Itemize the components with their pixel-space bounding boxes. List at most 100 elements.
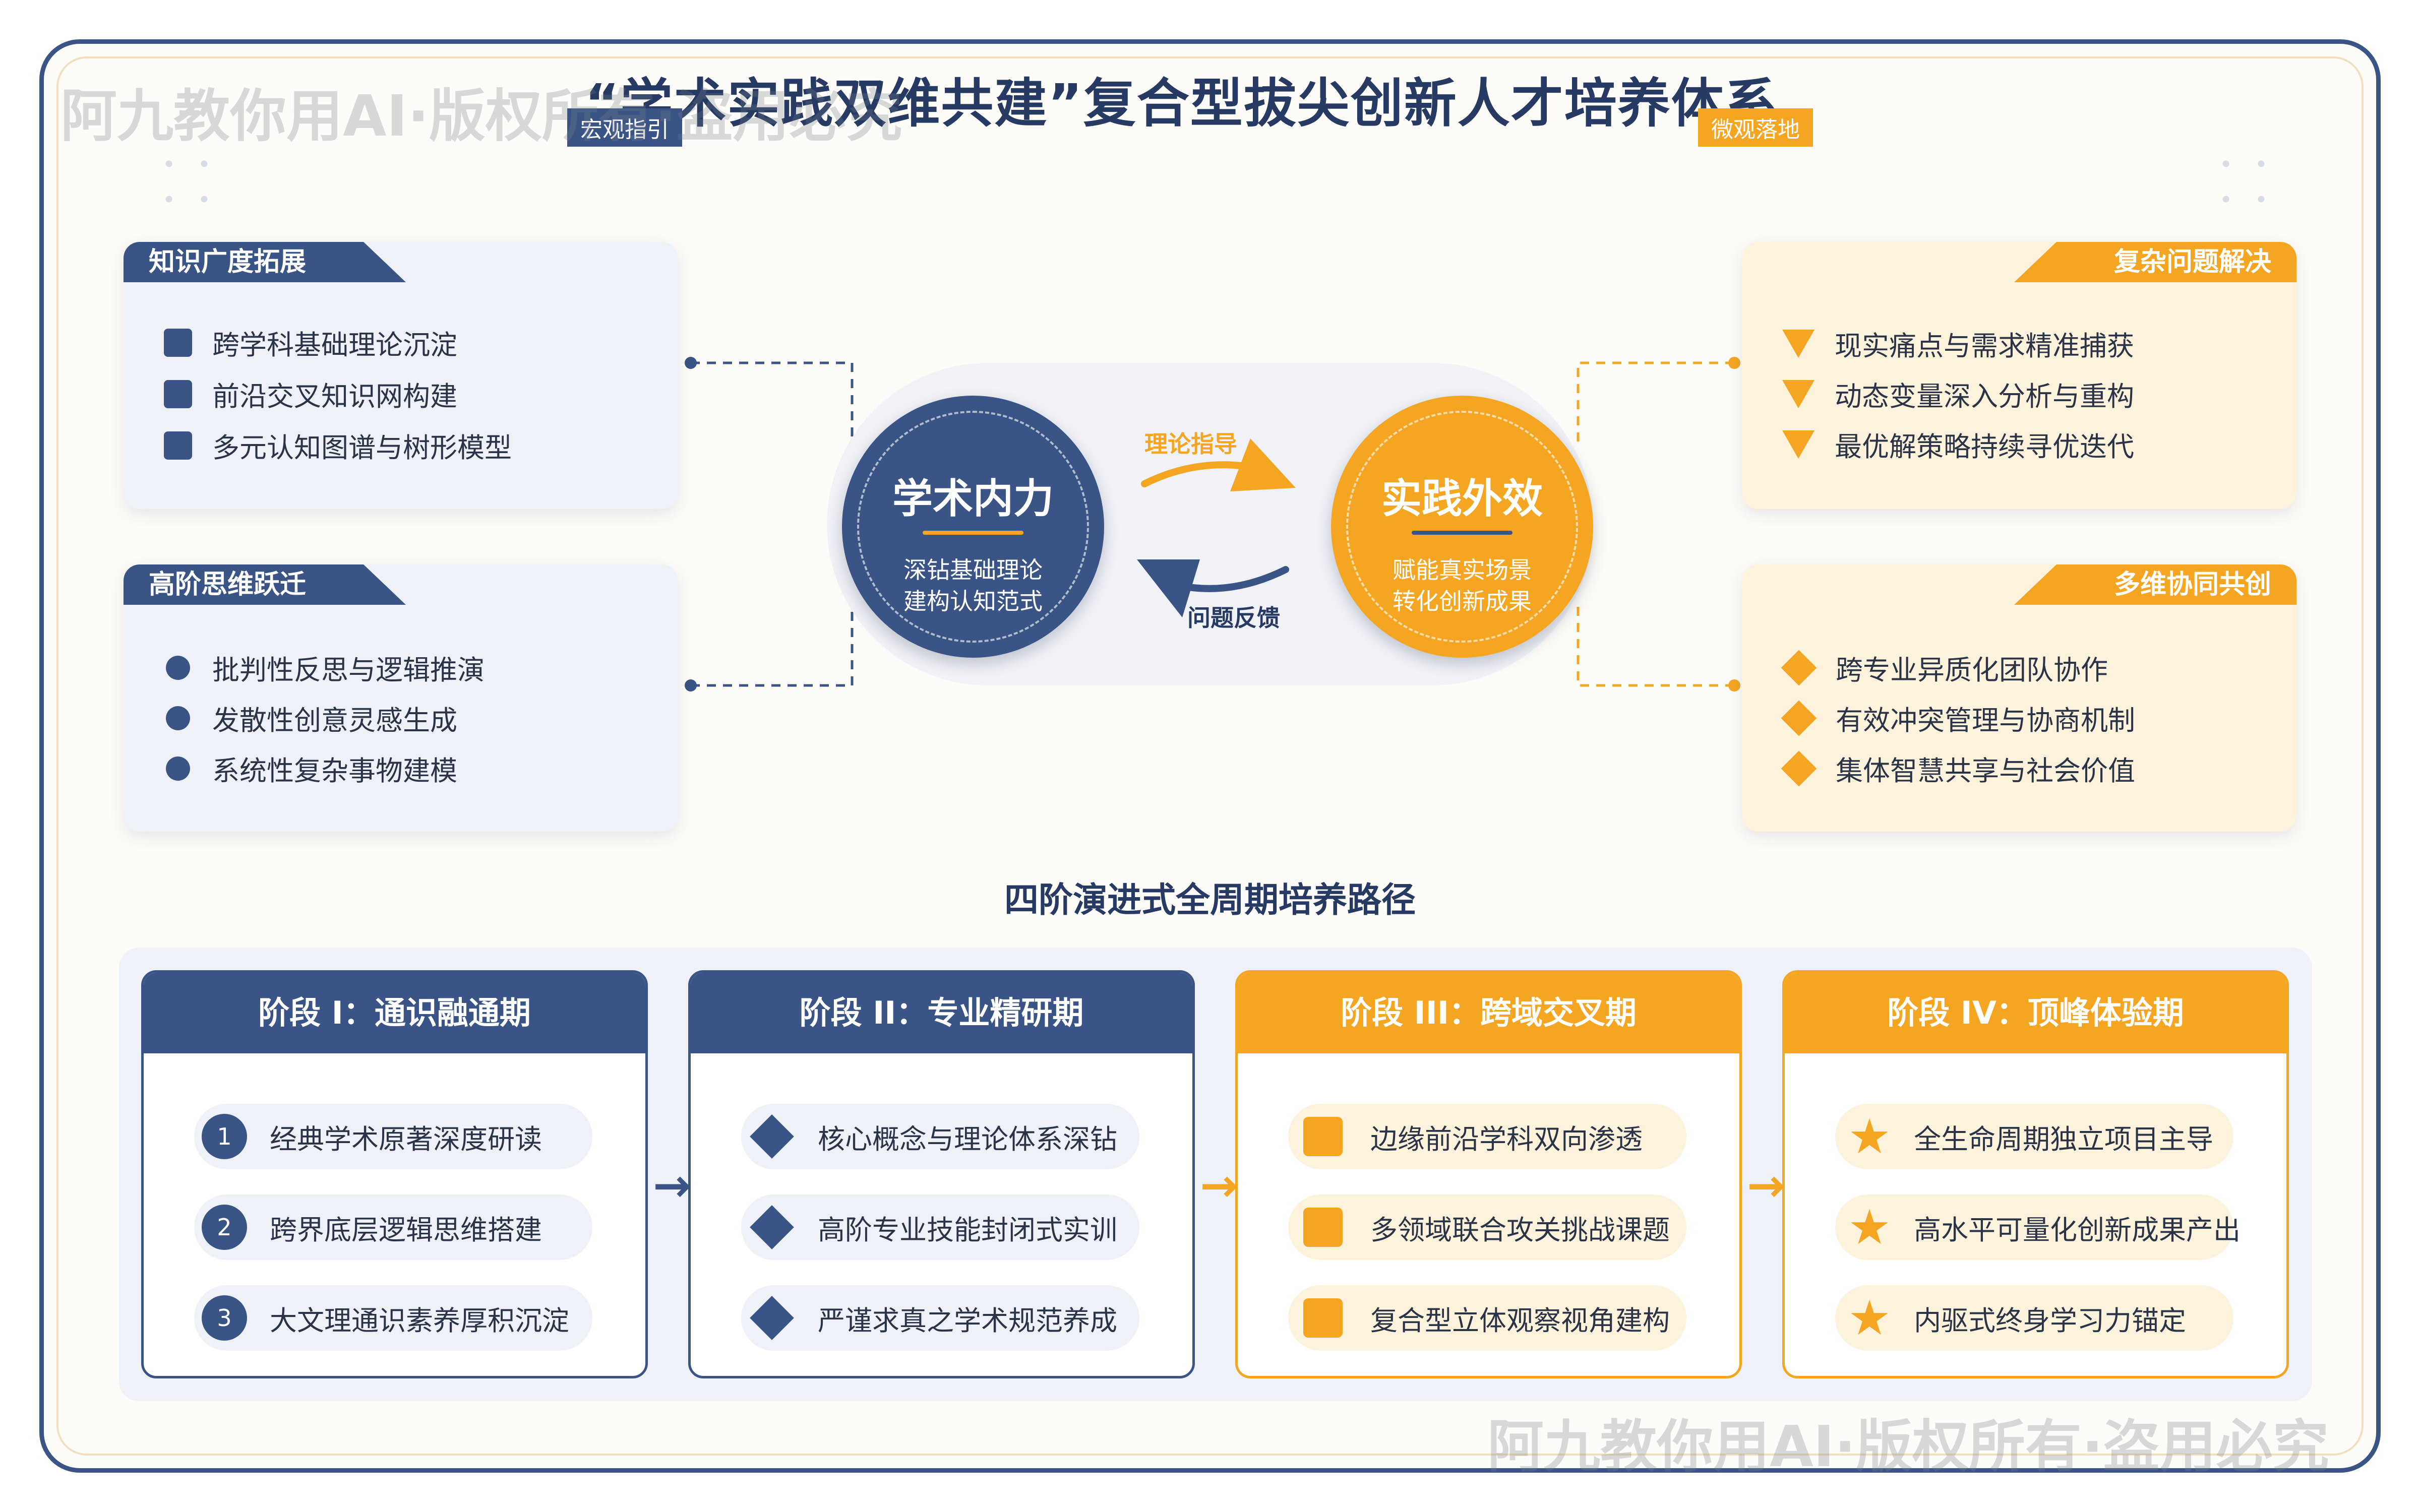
- connector-collab: [1577, 605, 1734, 687]
- item-text: 边缘前沿学科双向渗透: [1370, 1123, 1643, 1155]
- card-title: 复杂问题解决: [2014, 242, 2296, 282]
- stage-arrow-icon: →: [1200, 1159, 1238, 1212]
- card-title: 知识广度拓展: [124, 242, 406, 282]
- triangle-down-icon: [1782, 329, 1814, 358]
- item-text: 系统性复杂事物建模: [212, 755, 457, 787]
- list-item: 系统性复杂事物建模: [164, 748, 457, 788]
- item-text: 大文理通识素养厚积沉淀: [270, 1304, 569, 1337]
- item-text: 有效冲突管理与协商机制: [1836, 705, 2135, 736]
- stage-item: 复合型立体观察视角建构: [1288, 1285, 1686, 1351]
- stage-item: 核心概念与理论体系深钻: [741, 1104, 1139, 1169]
- circle-title: 实践外效: [1381, 475, 1543, 522]
- circle-line: 赋能真实场景: [1393, 556, 1532, 584]
- arrow-label-theory: 理论指导: [1144, 430, 1237, 458]
- connector-dot: [1728, 357, 1740, 369]
- stage-4: 阶段 IV：顶峰体验期 ★ 全生命周期独立项目主导 ★高水平可量化创新成果产出 ★…: [1782, 970, 2289, 1378]
- item-text: 多元认知图谱与树形模型: [212, 432, 512, 464]
- list-item: 跨专业异质化团队协作: [1781, 648, 2108, 687]
- stage-arrow-icon: →: [653, 1159, 691, 1212]
- list-item: 前沿交叉知识网构建: [164, 374, 457, 414]
- square-icon: [1303, 1208, 1343, 1247]
- item-text: 最优解策略持续寻优迭代: [1835, 431, 2134, 463]
- tag-micro: 微观落地: [1698, 108, 1813, 147]
- arrow-label-feedback: 问题反馈: [1187, 604, 1280, 632]
- diamond-icon: [750, 1205, 794, 1249]
- card-title: 高阶思维跃迁: [124, 564, 406, 605]
- triangle-down-icon: [1782, 380, 1814, 408]
- list-item: 最优解策略持续寻优迭代: [1782, 424, 2134, 464]
- square-bullet-icon: [164, 431, 192, 460]
- circle-line: 建构认知范式: [903, 588, 1043, 615]
- decor-dots-right: [2208, 146, 2269, 207]
- decor-dots-left: [151, 146, 212, 207]
- diamond-icon: [750, 1114, 794, 1159]
- triangle-down-icon: [1782, 430, 1814, 459]
- list-item: 多元认知图谱与树形模型: [164, 425, 512, 465]
- list-item: 集体智慧共享与社会价值: [1781, 748, 2135, 788]
- circle-academic: 学术内力 深钻基础理论 建构认知范式: [842, 396, 1104, 658]
- watermark-top: 阿九教你用AI·版权所有·盗用必究: [60, 84, 902, 149]
- circle-bullet-icon: [166, 756, 190, 781]
- item-text: 全生命周期独立项目主导: [1914, 1123, 2214, 1155]
- inner-frame: [56, 56, 2364, 1456]
- stage-item: ★高水平可量化创新成果产出: [1835, 1194, 2241, 1260]
- item-text: 批判性反思与逻辑推演: [212, 654, 485, 686]
- item-text: 多领域联合攻关挑战课题: [1370, 1214, 1670, 1246]
- card-knowledge: 知识广度拓展 跨学科基础理论沉淀 前沿交叉知识网构建 多元认知图谱与树形模型: [124, 242, 678, 509]
- stage-item: 1 经典学术原著深度研读: [194, 1104, 592, 1169]
- diamond-icon: [750, 1296, 794, 1340]
- connector-dot: [685, 357, 697, 369]
- circle-bullet-icon: [166, 706, 190, 730]
- card-problem: 复杂问题解决 现实痛点与需求精准捕获 动态变量深入分析与重构 最优解策略持续寻优…: [1742, 242, 2296, 509]
- card-thinking: 高阶思维跃迁 批判性反思与逻辑推演 发散性创意灵感生成 系统性复杂事物建模: [124, 564, 678, 832]
- stage-title: 阶段 II：专业精研期: [691, 973, 1192, 1053]
- stage-title: 阶段 I：通识融通期: [144, 973, 645, 1053]
- connector-dot: [1728, 679, 1740, 691]
- list-item: 有效冲突管理与协商机制: [1781, 698, 2135, 738]
- stage-item: 高阶专业技能封闭式实训: [741, 1194, 1139, 1260]
- circle-line: 深钻基础理论: [903, 556, 1043, 584]
- item-text: 高阶专业技能封闭式实训: [818, 1214, 1117, 1246]
- item-text: 严谨求真之学术规范养成: [818, 1304, 1117, 1337]
- circle-ring: [857, 411, 1089, 643]
- stage-title: 阶段 IV：顶峰体验期: [1785, 973, 2286, 1053]
- star-icon: ★: [1848, 1108, 1892, 1165]
- circle-title: 学术内力: [892, 475, 1054, 522]
- square-bullet-icon: [164, 380, 192, 408]
- list-item: 动态变量深入分析与重构: [1782, 374, 2134, 414]
- item-text: 经典学术原著深度研读: [270, 1123, 542, 1155]
- arrow-bottom-head: [1137, 559, 1200, 617]
- square-icon: [1303, 1298, 1343, 1338]
- item-text: 跨专业异质化团队协作: [1836, 654, 2108, 686]
- star-icon: ★: [1848, 1199, 1892, 1255]
- number-badge: 1: [202, 1114, 247, 1159]
- stage-item: 多领域联合攻关挑战课题: [1288, 1194, 1686, 1260]
- item-text: 内驱式终身学习力锚定: [1914, 1304, 2187, 1337]
- star-icon: ★: [1848, 1290, 1892, 1346]
- item-text: 跨学科基础理论沉淀: [212, 329, 457, 361]
- square-icon: [1303, 1117, 1343, 1156]
- arrow-top-head: [1230, 438, 1296, 491]
- item-text: 复合型立体观察视角建构: [1370, 1304, 1670, 1337]
- connector-problem: [1577, 361, 1734, 444]
- stage-item: ★ 内驱式终身学习力锚定: [1835, 1285, 2233, 1351]
- connector-knowledge: [691, 361, 854, 444]
- circle-divider: [923, 531, 1023, 535]
- item-text: 动态变量深入分析与重构: [1835, 381, 2134, 412]
- item-text: 现实痛点与需求精准捕获: [1835, 330, 2134, 362]
- tag-macro: 宏观指引: [567, 108, 682, 147]
- item-text: 发散性创意灵感生成: [212, 705, 457, 736]
- stage-2: 阶段 II：专业精研期 核心概念与理论体系深钻 高阶专业技能封闭式实训 严谨求真…: [688, 970, 1195, 1378]
- list-item: 跨学科基础理论沉淀: [164, 323, 457, 362]
- item-text: 核心概念与理论体系深钻: [818, 1123, 1117, 1155]
- stage-title: 阶段 III：跨域交叉期: [1238, 973, 1739, 1053]
- watermark-bottom: 阿九教你用AI·版权所有·盗用必究: [1487, 1414, 2329, 1480]
- stage-item: 严谨求真之学术规范养成: [741, 1285, 1139, 1351]
- page-title: “学术实践双维共建”复合型拔尖创新人才培养体系: [585, 73, 1778, 134]
- stage-item: 边缘前沿学科双向渗透: [1288, 1104, 1686, 1169]
- stage-item: ★ 全生命周期独立项目主导: [1835, 1104, 2233, 1169]
